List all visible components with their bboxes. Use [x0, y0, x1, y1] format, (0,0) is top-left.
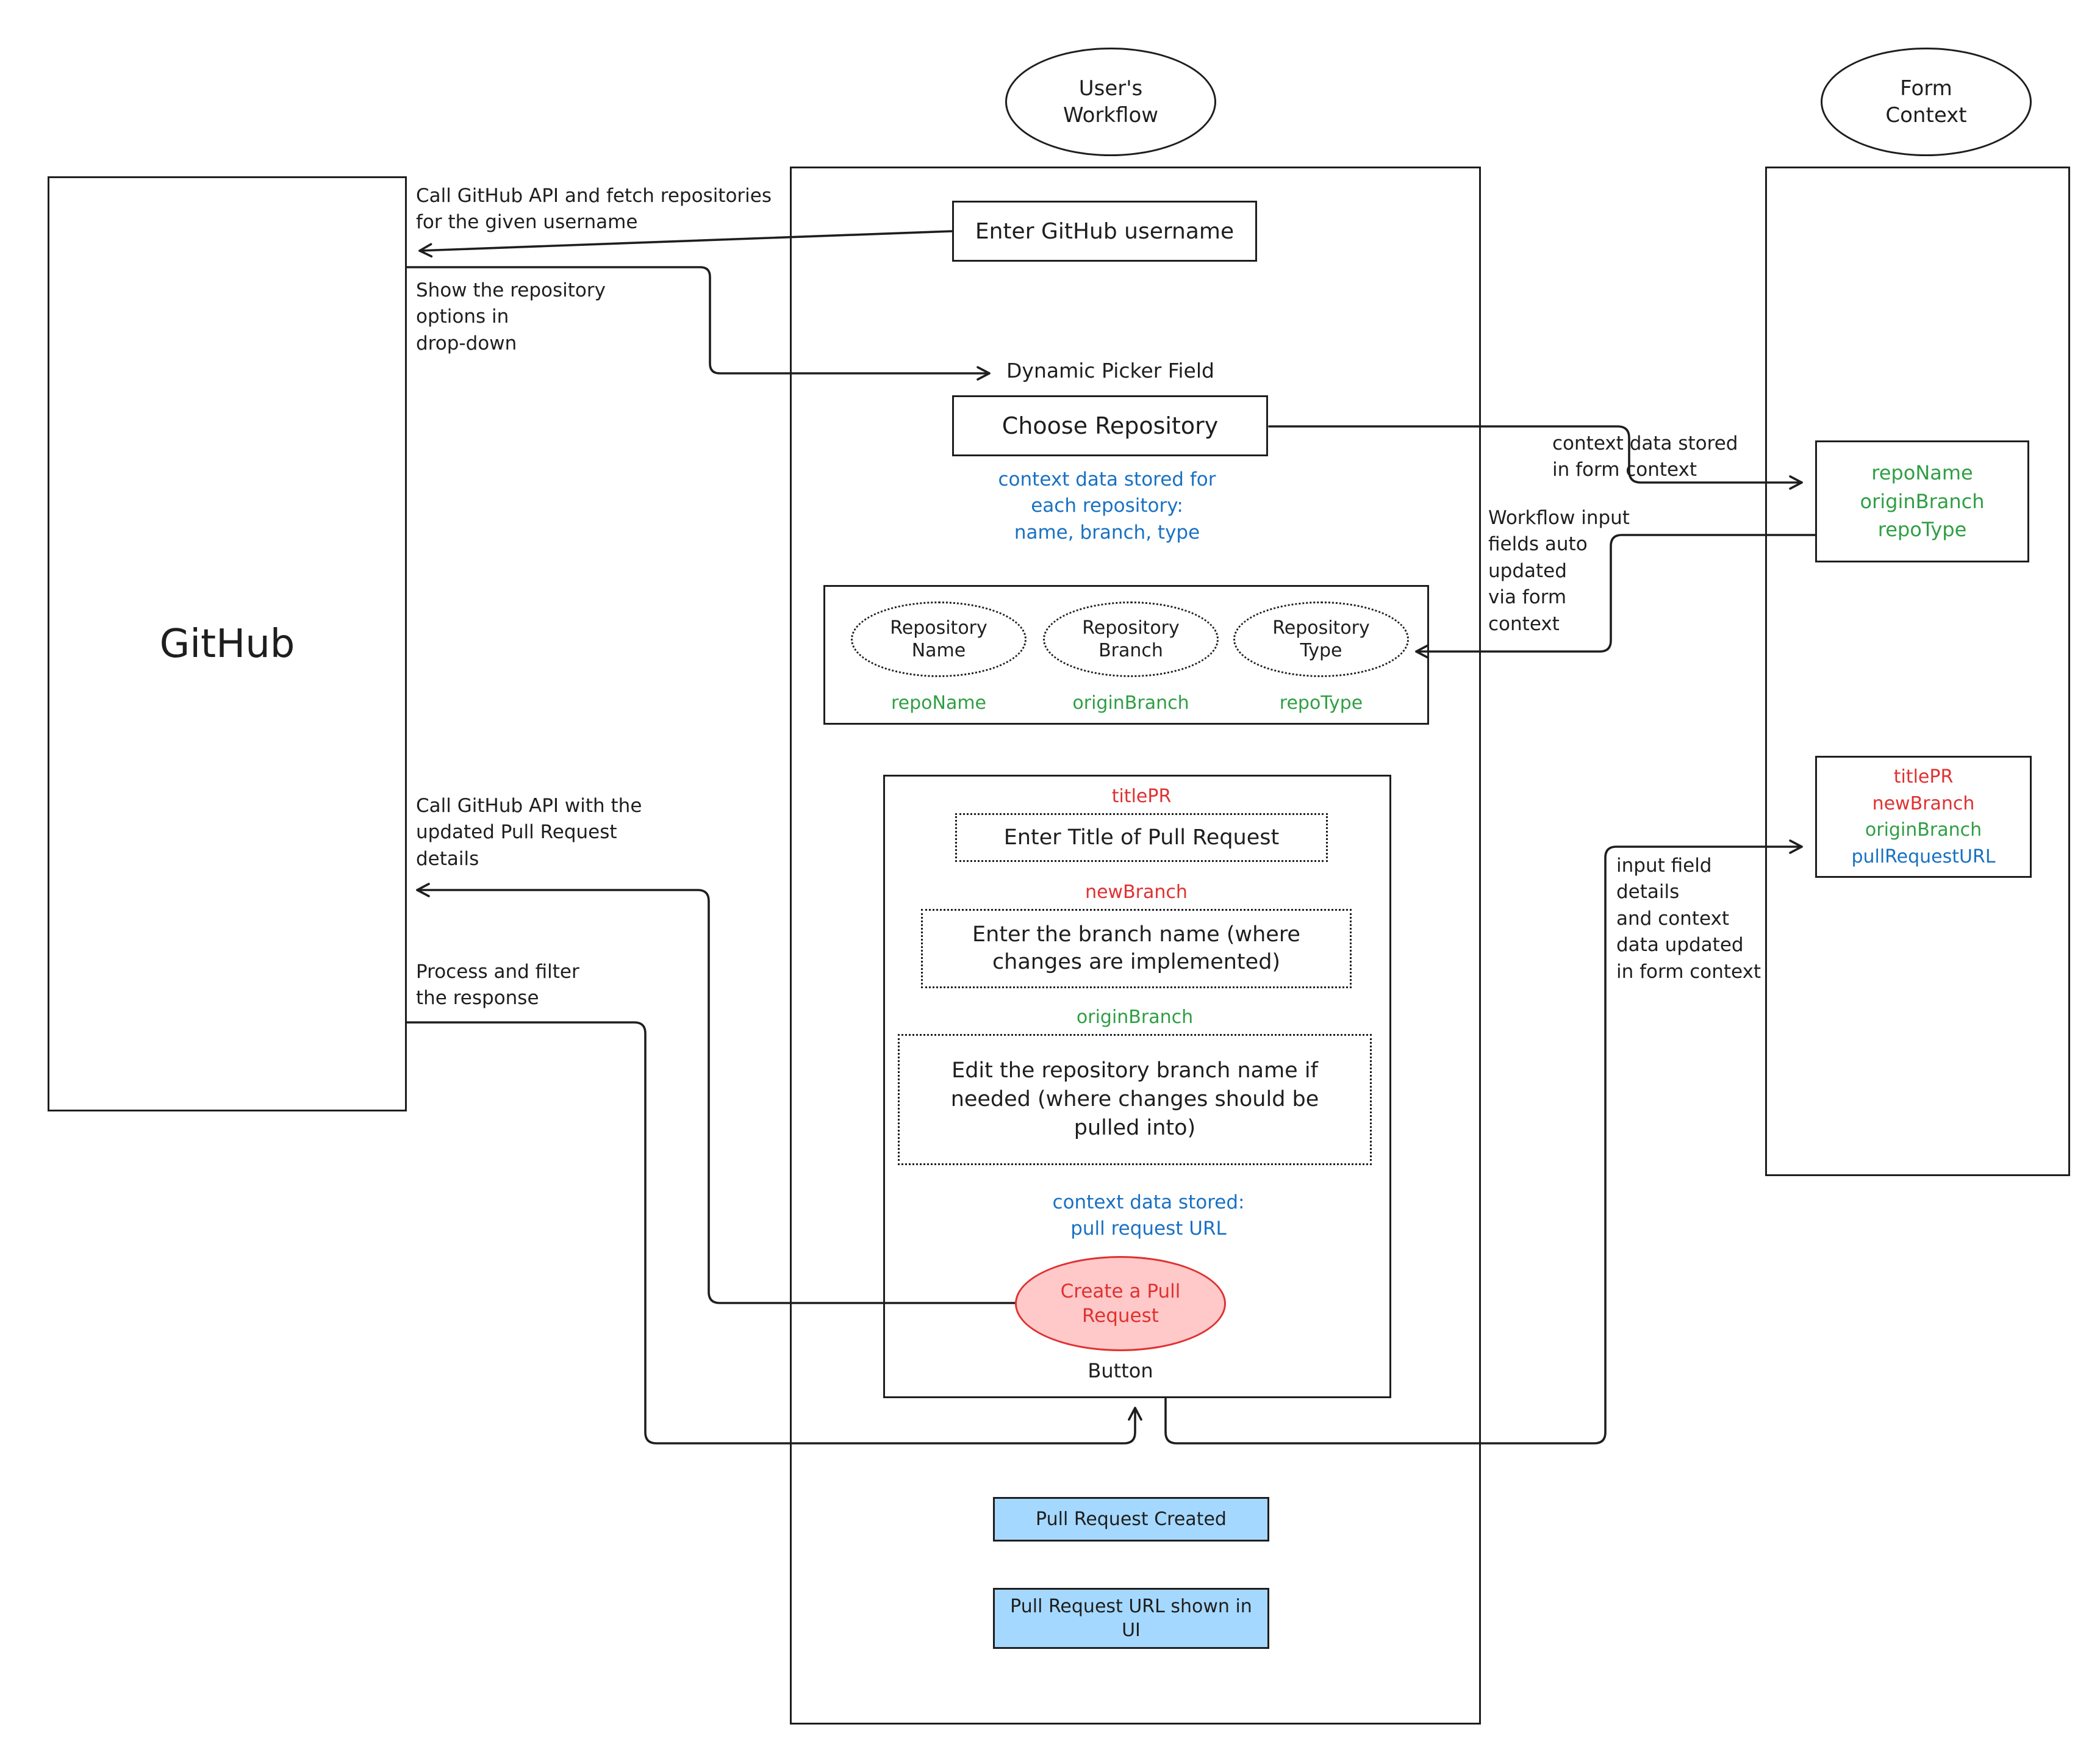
origin-branch-field: Edit the repository branch name if neede… [898, 1034, 1372, 1165]
pr-url-label: Pull Request URL shown in UI [1010, 1596, 1252, 1641]
pr-created-label: Pull Request Created [1036, 1509, 1227, 1530]
repo-name-var-label: repoName [891, 692, 987, 714]
new-branch-field-label: Enter the branch name (where changes are… [972, 922, 1300, 975]
pr-created-box: Pull Request Created [993, 1497, 1269, 1542]
repo-type-var-label: repoType [1279, 692, 1363, 714]
pr-vars-newbranch: newBranch [1872, 792, 1975, 814]
dynamic-picker-label: Dynamic Picker Field [1006, 359, 1214, 382]
pr-context-note: context data stored: pull request URL [1052, 1191, 1245, 1240]
repository-type-field: Repository Type [1233, 601, 1409, 677]
form-context-container [1765, 167, 2070, 1176]
choose-repository-label: Choose Repository [1002, 412, 1219, 439]
arrow-context-to-form [1268, 425, 1803, 490]
form-context-label: Form Context [1885, 76, 1967, 127]
pr-vars-originbranch: originBranch [1865, 819, 1982, 841]
form-context-ellipse: Form Context [1821, 48, 2032, 156]
github-box: GitHub [48, 176, 407, 1111]
pr-vars-box: titlePR newBranch originBranch pullReque… [1815, 756, 2032, 878]
arrow-show-repo-options [406, 266, 991, 381]
enter-username-box: Enter GitHub username [952, 201, 1257, 262]
originbranch-var-label: originBranch [1076, 1007, 1194, 1028]
arrow-fetch-repositories [418, 230, 953, 258]
arrow-create-pr-to-github [416, 883, 1016, 1304]
repo-context-note: context data stored for each repository:… [998, 468, 1216, 544]
pr-vars-titlepr: titlePR [1893, 766, 1954, 788]
annotation-fetch-repos: Call GitHub API and fetch repositories f… [416, 185, 772, 234]
pr-vars-pullrequesturl: pullRequestURL [1851, 845, 1996, 867]
repo-fields-box [823, 585, 1429, 725]
arrow-form-to-fields [1415, 534, 1816, 659]
annotation-context-stored: context data stored in form context [1552, 433, 1738, 481]
repo-vars-originbranch: originBranch [1860, 489, 1985, 513]
create-pr-button-label: Create a Pull Request [1060, 1280, 1181, 1327]
repository-branch-field: Repository Branch [1043, 601, 1219, 677]
repo-vars-reponame: repoName [1871, 461, 1973, 485]
newbranch-var-label: newBranch [1085, 881, 1188, 903]
enter-username-label: Enter GitHub username [975, 218, 1235, 244]
annotation-process-filter: Process and filter the response [416, 961, 579, 1010]
pr-title-field-label: Enter Title of Pull Request [1003, 825, 1280, 850]
annotation-input-field-context: input field details and context data upd… [1616, 855, 1761, 983]
create-pr-button: Create a Pull Request [1015, 1256, 1226, 1351]
repo-vars-box: repoName originBranch repoType [1815, 440, 2029, 562]
repository-branch-label: Repository Branch [1082, 617, 1180, 662]
users-workflow-label: User's Workflow [1063, 76, 1159, 127]
workflow-container [790, 167, 1481, 1725]
arrow-fields-to-form-context [1164, 839, 1803, 1445]
users-workflow-ellipse: User's Workflow [1005, 48, 1216, 156]
titlepr-var-label: titlePR [1111, 786, 1172, 807]
origin-branch-var-label: originBranch [1072, 692, 1189, 714]
repository-name-field: Repository Name [851, 601, 1027, 677]
annotation-workflow-autoupdate: Workflow input fields auto updated via f… [1488, 507, 1630, 635]
github-label: GitHub [159, 621, 295, 667]
annotation-call-api-pr: Call GitHub API with the updated Pull Re… [416, 795, 642, 870]
origin-branch-field-label: Edit the repository branch name if neede… [950, 1058, 1319, 1141]
repository-name-label: Repository Name [890, 617, 987, 662]
button-caption: Button [1088, 1359, 1153, 1382]
repo-vars-repotype: repoType [1877, 518, 1967, 542]
new-branch-field: Enter the branch name (where changes are… [921, 909, 1352, 988]
pr-form-box [883, 775, 1391, 1398]
repository-type-label: Repository Type [1272, 617, 1370, 662]
pr-title-field: Enter Title of Pull Request [955, 813, 1328, 862]
annotation-show-options: Show the repository options in drop-down [416, 279, 606, 354]
arrow-github-response-to-form [406, 1021, 1142, 1445]
choose-repository-box: Choose Repository [952, 395, 1268, 456]
pr-url-box: Pull Request URL shown in UI [993, 1588, 1269, 1649]
